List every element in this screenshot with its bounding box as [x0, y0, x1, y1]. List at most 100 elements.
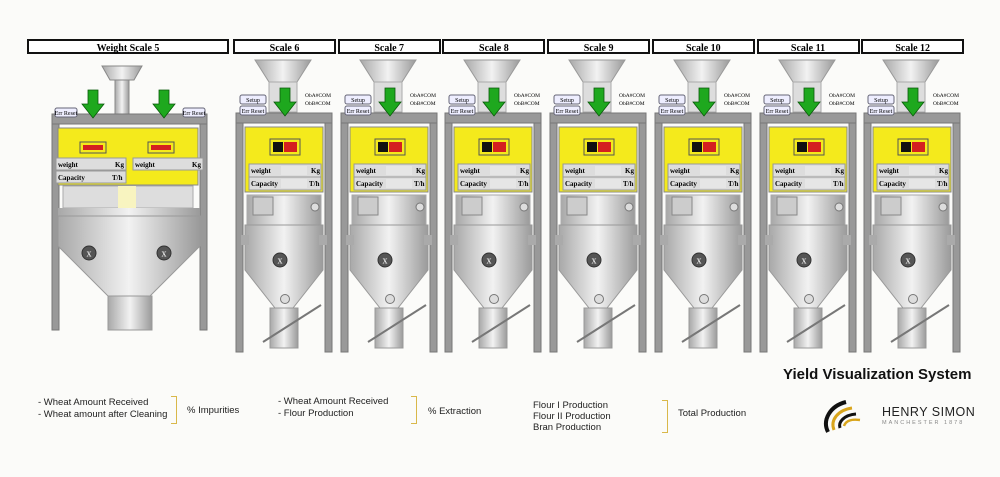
unit: T/h — [518, 180, 529, 188]
bolt-x-icon: x — [156, 245, 172, 261]
unit: Kg — [192, 161, 201, 169]
weight-label: weight — [670, 167, 691, 175]
scale-header: Scale 12 — [861, 39, 965, 54]
svg-text:x: x — [592, 256, 597, 267]
green-arrow-icon — [81, 89, 105, 119]
weight-label: weight — [251, 167, 272, 175]
scale-header: Scale 7 — [337, 39, 441, 54]
setup-button[interactable]: Setup — [344, 94, 372, 105]
button-label: Setup — [665, 98, 679, 104]
unit: T/h — [623, 180, 634, 188]
button-label: Err Reset — [556, 109, 579, 115]
brace — [411, 396, 417, 424]
err-reset-button[interactable]: Err Reset — [658, 105, 686, 116]
legend-group-extraction: - Wheat Amount Received - Flour Producti… — [278, 396, 388, 420]
bolt-x-icon: x — [796, 252, 811, 268]
system-title: Yield Visualization System — [783, 366, 972, 383]
scale-header: Scale 6 — [233, 39, 336, 54]
green-arrow-icon — [901, 87, 926, 117]
legend-group-total: Flour I Production Flour II Production B… — [533, 400, 611, 433]
unit: Kg — [311, 167, 320, 175]
green-arrow-icon — [587, 87, 611, 117]
err-reset-button[interactable]: Err Reset — [344, 105, 372, 116]
weight-label: weight — [879, 167, 900, 175]
err-reset-button[interactable]: Err Reset — [239, 105, 267, 116]
com-status: ObA#COM — [829, 93, 855, 99]
svg-text:x: x — [487, 256, 492, 267]
err-reset-button[interactable]: Err Reset — [763, 105, 790, 116]
com-status: ObB#COM — [514, 101, 540, 107]
err-reset-button-left[interactable]: Err Reset — [54, 107, 78, 118]
com-status: ObB#COM — [724, 101, 750, 107]
svg-text:x: x — [87, 249, 92, 260]
unit: T/h — [728, 180, 739, 188]
scale-header: Scale 9 — [547, 39, 651, 54]
legend-item: Flour I Production — [533, 400, 608, 411]
legend-item: - Wheat Amount Received — [38, 397, 149, 408]
com-status: ObA#COM — [410, 93, 436, 99]
com-status: ObA#COM — [724, 93, 750, 99]
button-label: Setup — [560, 98, 574, 104]
setup-button[interactable]: Setup — [553, 94, 581, 105]
bolt-x-icon: x — [900, 252, 916, 268]
capacity-label: Capacity — [879, 180, 906, 188]
brace — [662, 400, 668, 433]
button-label: Setup — [770, 98, 784, 104]
button-label: Err Reset — [242, 109, 265, 115]
unit: Kg — [520, 167, 529, 175]
henry-simon-logo-icon — [824, 400, 861, 433]
com-status: ObB#COM — [829, 101, 855, 107]
setup-button[interactable]: Setup — [239, 94, 267, 105]
unit: T/h — [937, 180, 948, 188]
button-label: Err Reset — [661, 109, 684, 115]
setup-button[interactable]: Setup — [867, 94, 895, 105]
svg-text:x: x — [696, 256, 701, 267]
bolt-x-icon: x — [586, 252, 602, 268]
com-status: ObA#COM — [933, 93, 959, 99]
legend-result: Total Production — [678, 408, 747, 419]
err-reset-button-right[interactable]: Err Reset — [182, 107, 206, 118]
scale-header: Scale 11 — [756, 39, 860, 54]
brand-name: HENRY SIMON — [882, 405, 976, 419]
scale-header: Scale 8 — [442, 39, 546, 54]
green-arrow-icon — [152, 89, 176, 119]
button-label: Err Reset — [451, 109, 474, 115]
com-status: ObA#COM — [305, 93, 331, 99]
err-reset-button[interactable]: Err Reset — [553, 105, 581, 116]
bolt-x-icon: x — [691, 252, 707, 268]
svg-text:x: x — [382, 256, 387, 267]
legend-item: - Wheat Amount Received — [278, 396, 389, 407]
button-label: Err Reset — [346, 109, 369, 115]
unit: Kg — [835, 167, 844, 175]
unit: T/h — [112, 174, 123, 182]
svg-text:x: x — [906, 256, 911, 267]
bolt-x-icon: x — [81, 245, 97, 261]
err-reset-button[interactable]: Err Reset — [867, 105, 895, 116]
weight-label: weight — [460, 167, 481, 175]
unit: Kg — [625, 167, 634, 175]
legend-item: Bran Production — [533, 422, 602, 433]
unit: T/h — [833, 180, 844, 188]
com-status: ObB#COM — [933, 101, 959, 107]
err-reset-button[interactable]: Err Reset — [448, 105, 476, 116]
setup-button[interactable]: Setup — [658, 94, 686, 105]
unit: Kg — [939, 167, 948, 175]
capacity-label: Capacity — [670, 180, 697, 188]
green-arrow-icon — [482, 87, 507, 117]
capacity-label: Capacity — [251, 180, 278, 188]
green-arrow-icon — [377, 87, 402, 117]
weight-label: weight — [565, 167, 586, 175]
setup-button[interactable]: Setup — [448, 94, 476, 105]
svg-text:x: x — [278, 256, 283, 267]
unit: Kg — [730, 167, 739, 175]
legend-item: - Flour Production — [278, 408, 354, 419]
setup-button[interactable]: Setup — [763, 94, 790, 105]
button-label: Setup — [456, 98, 470, 104]
